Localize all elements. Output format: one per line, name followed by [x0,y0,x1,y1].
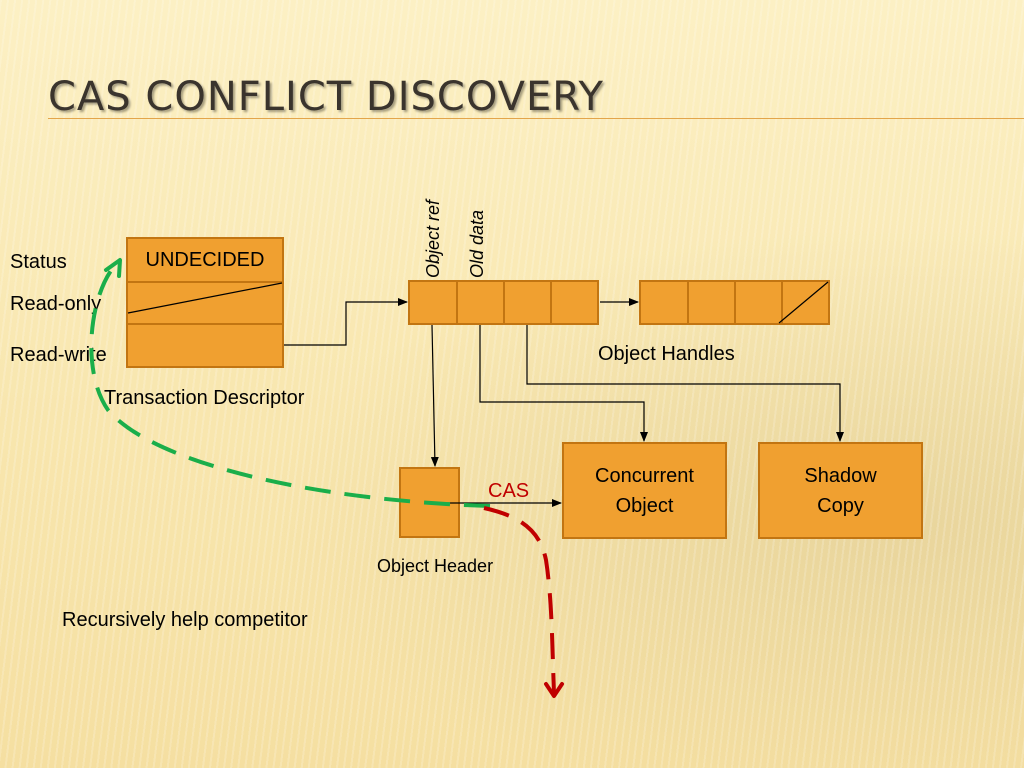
concurrent-object-line1: Concurrent [595,464,694,487]
read-only-label: Read-only [10,293,102,315]
read-write-label: Read-write [10,344,107,366]
concurrent-object-box: Concurrent Object [562,442,727,539]
shadow-copy-box: Shadow Copy [758,442,923,539]
read-write-field [126,323,284,368]
read-only-slash [127,282,283,314]
help-arrowhead-green [104,258,122,278]
old-data-arrow [479,325,648,442]
handle-cell [550,280,599,325]
recursive-arrowhead-red [544,682,564,698]
handle-cell [639,280,689,325]
handle-cell [503,280,552,325]
shadow-copy-line2: Copy [817,494,864,517]
recursive-path-red [483,506,556,695]
shadow-copy-line1: Shadow [804,464,877,487]
status-label: Status [10,251,67,273]
handle-cell [408,280,458,325]
object-handles-caption: Object Handles [598,343,735,365]
status-field: UNDECIDED [126,237,284,283]
recursive-help-note: Recursively help competitor [62,609,308,631]
object-header-caption: Object Header [377,556,494,576]
object-ref-arrow [430,324,439,467]
handle-cell [734,280,783,325]
status-value: UNDECIDED [145,249,265,271]
slide-title: CAS CONFLICT DISCOVERY [48,74,604,120]
transaction-descriptor-caption: Transaction Descriptor [104,387,305,409]
concurrent-object-line2: Object [615,494,674,517]
cas-label: CAS [488,480,530,502]
handle-cell [687,280,736,325]
null-handle-slash [778,281,829,324]
title-underline [48,118,1024,119]
help-path-green [89,260,491,508]
read-write-arrow [284,298,408,346]
shadow-copy-arrow [526,325,844,442]
